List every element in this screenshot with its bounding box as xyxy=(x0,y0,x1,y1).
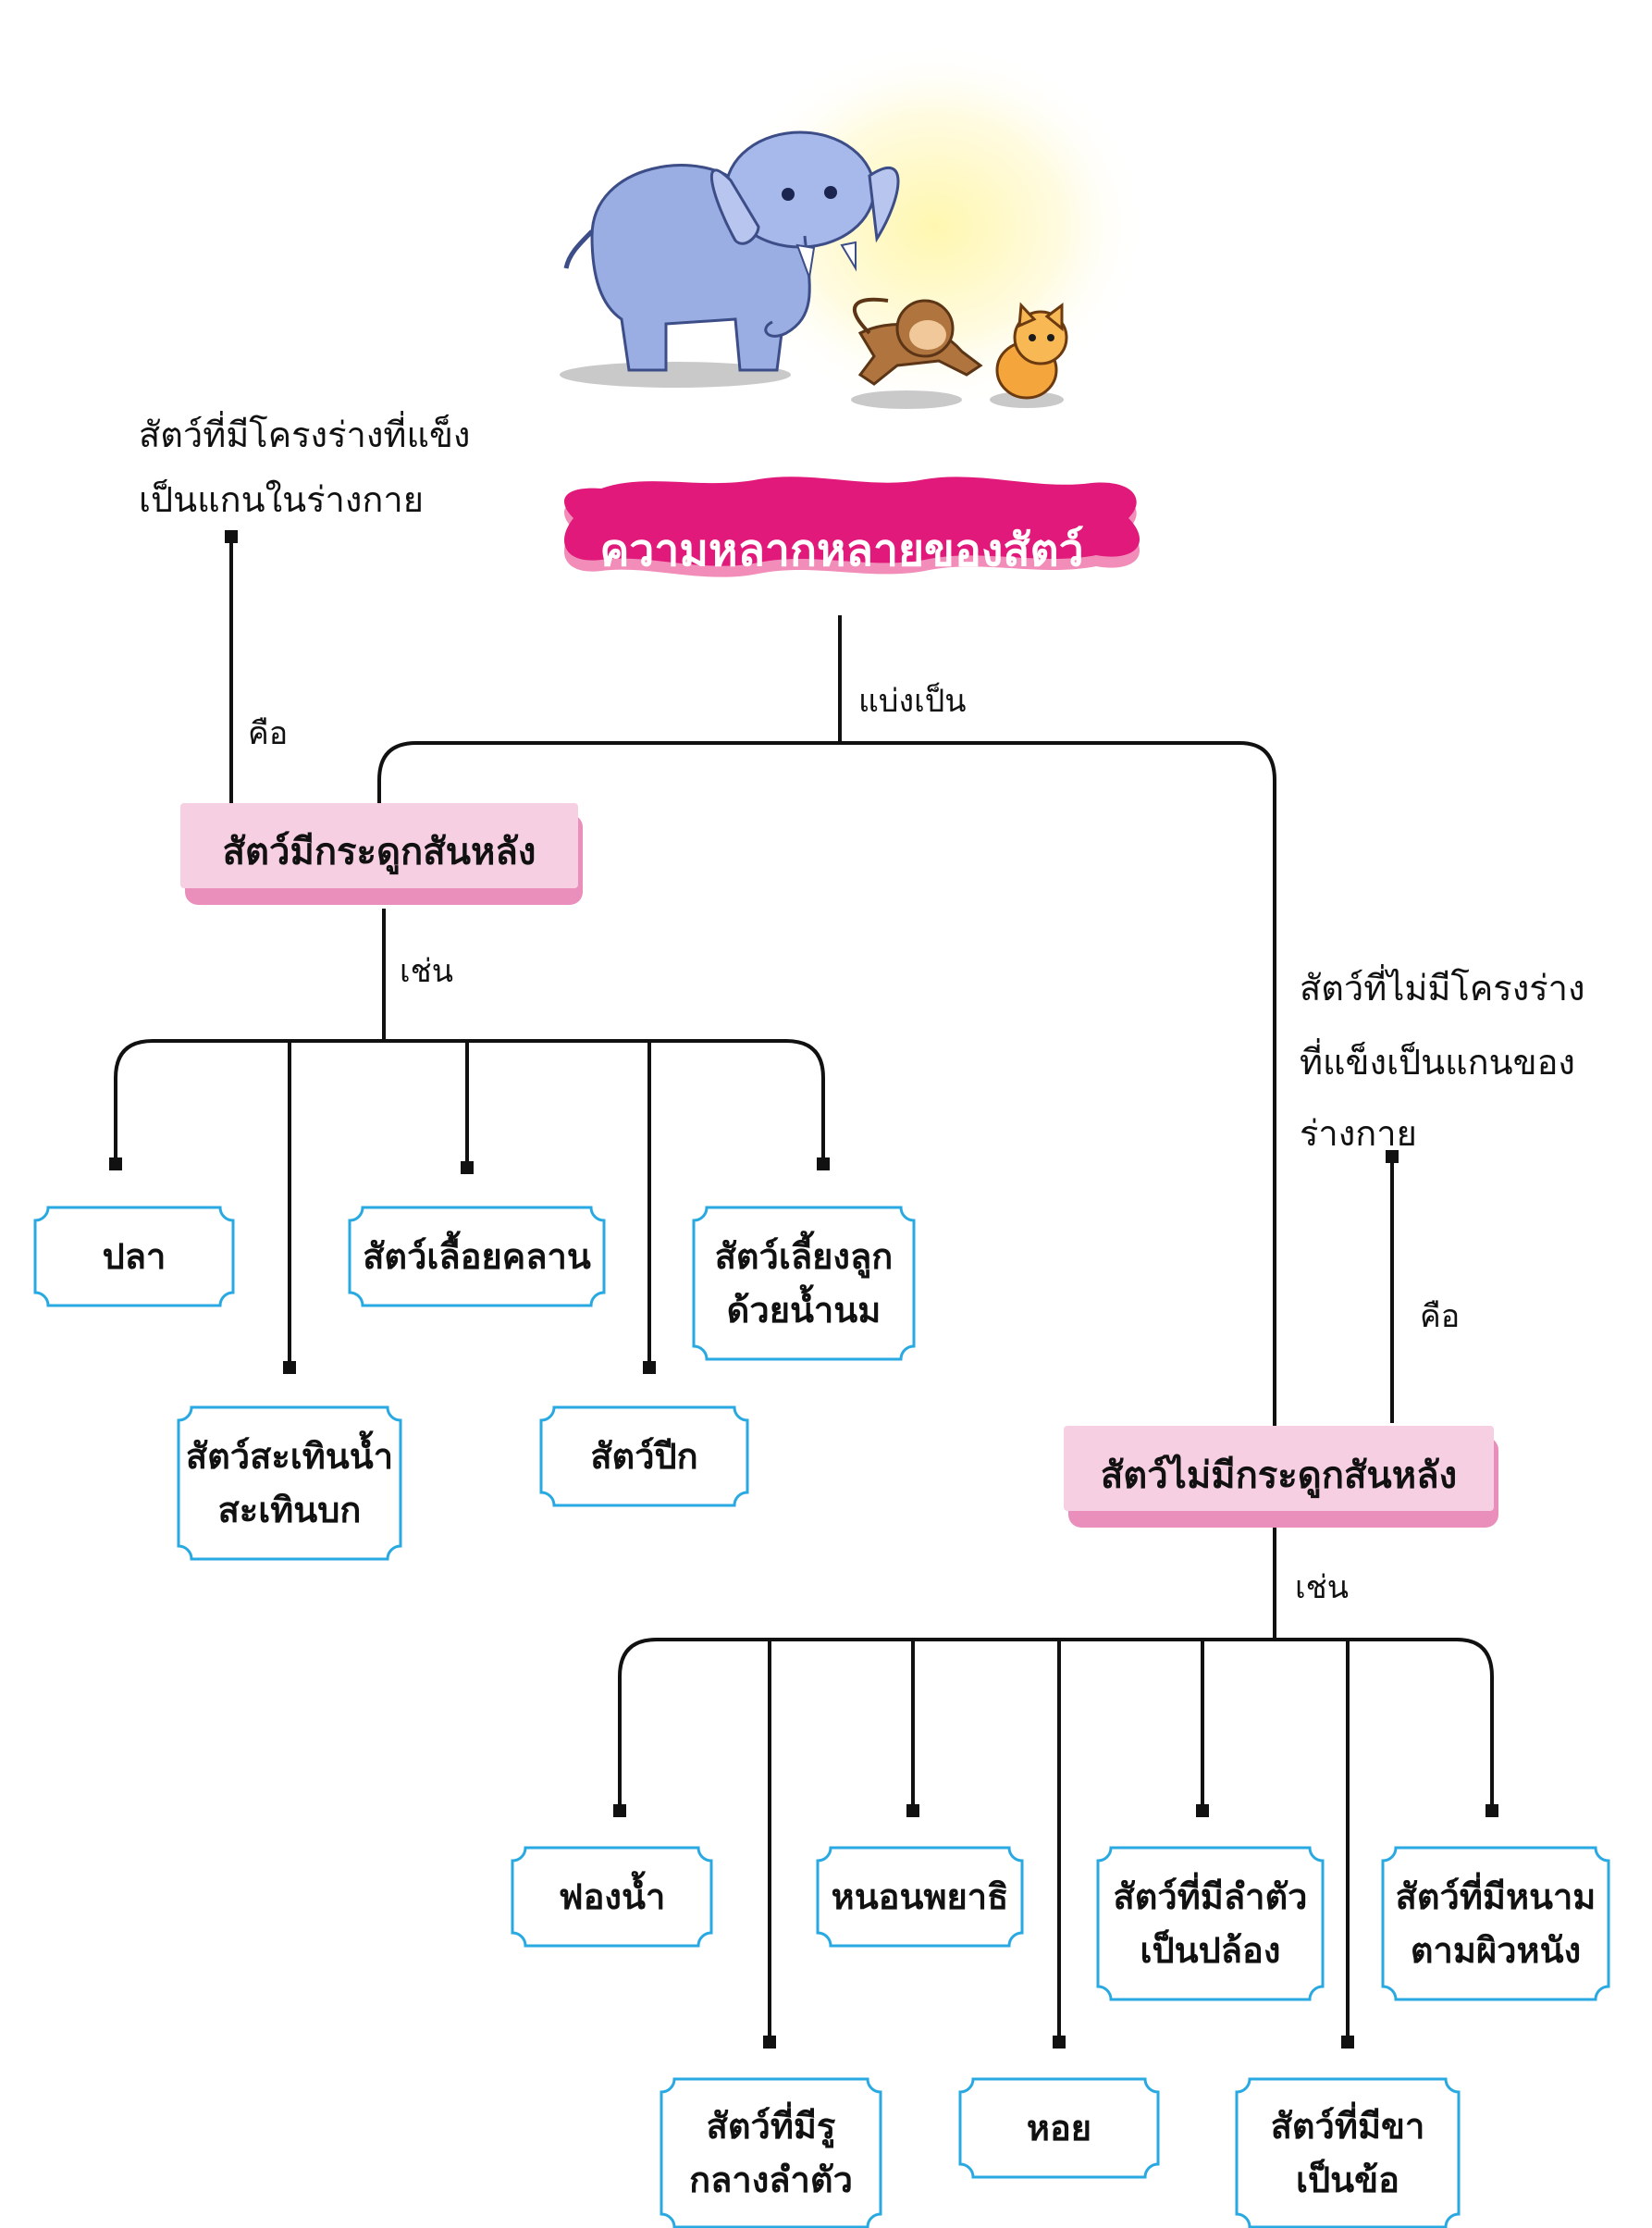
leaf-vertebrate-fish: ปลา xyxy=(102,1236,166,1277)
vertebrate-definition-line2: เป็นแกนในร่างกาย xyxy=(139,479,425,520)
invertebrate-box xyxy=(1064,1426,1498,1528)
connector-ends xyxy=(109,530,1498,2049)
invertebrate-examples-link: เช่น xyxy=(1295,1569,1349,1606)
leaf-vertebrate-mammal: สัตว์เลี้ยงลูก ด้วยน้ำนม xyxy=(714,1236,894,1331)
cat-icon xyxy=(995,302,1068,400)
diagram-title: ความหลากหลายของสัตว์ xyxy=(599,525,1084,576)
invertebrate-definition-link: คือ xyxy=(1420,1298,1461,1335)
leaf-invertebrate-segmented: สัตว์ที่มีลำตัว เป็นปล้อง xyxy=(1113,1876,1308,1971)
monkey-icon xyxy=(853,297,983,386)
vertebrate-definition-line1: สัตว์ที่มีโครงร่างที่แข็ง xyxy=(139,415,471,455)
leaf-vertebrate-reptile: สัตว์เลื้อยคลาน xyxy=(363,1236,591,1277)
leaf-vertebrate-bird: สัตว์ปีก xyxy=(590,1436,698,1477)
vertebrate-examples-link: เช่น xyxy=(400,953,453,990)
leaf-invertebrate-worm: หนอนพยาธิ xyxy=(831,1876,1009,1917)
elephant-icon xyxy=(563,130,900,372)
vertebrate-category: สัตว์มีกระดูกสันหลัง xyxy=(222,831,536,873)
invertebrate-definition-line1: สัตว์ที่ไม่มีโครงร่าง xyxy=(1300,968,1585,1009)
leaf-invertebrate-arthropod: สัตว์ที่มีขา เป็นข้อ xyxy=(1270,2106,1425,2200)
leaf-invertebrate-echinoderm: สัตว์ที่มีหนาม ตามผิวหนัง xyxy=(1395,1876,1597,1971)
illustration xyxy=(560,42,1147,412)
leaf-frames xyxy=(33,1206,1610,2228)
edge-label-main: แบ่งเป็น xyxy=(858,683,967,720)
leaf-invertebrate-mollusc: หอย xyxy=(1026,2108,1092,2148)
vertebrate-definition-link: คือ xyxy=(248,715,289,752)
invertebrate-category: สัตว์ไม่มีกระดูกสันหลัง xyxy=(1100,1454,1458,1497)
invertebrate-definition-line3: ร่างกาย xyxy=(1300,1113,1417,1154)
leaf-invertebrate-coelenterate: สัตว์ที่มีรู กลางลำตัว xyxy=(689,2106,853,2200)
leaf-invertebrate-sponge: ฟองน้ำ xyxy=(558,1876,666,1917)
connectors xyxy=(114,537,1494,2042)
title-shape xyxy=(564,477,1140,577)
invertebrate-definition-line2: ที่แข็งเป็นแกนของ xyxy=(1300,1042,1575,1083)
vertebrate-box xyxy=(180,803,583,905)
leaf-vertebrate-amphibian: สัตว์สะเทินน้ำ สะเทินบก xyxy=(185,1436,394,1530)
